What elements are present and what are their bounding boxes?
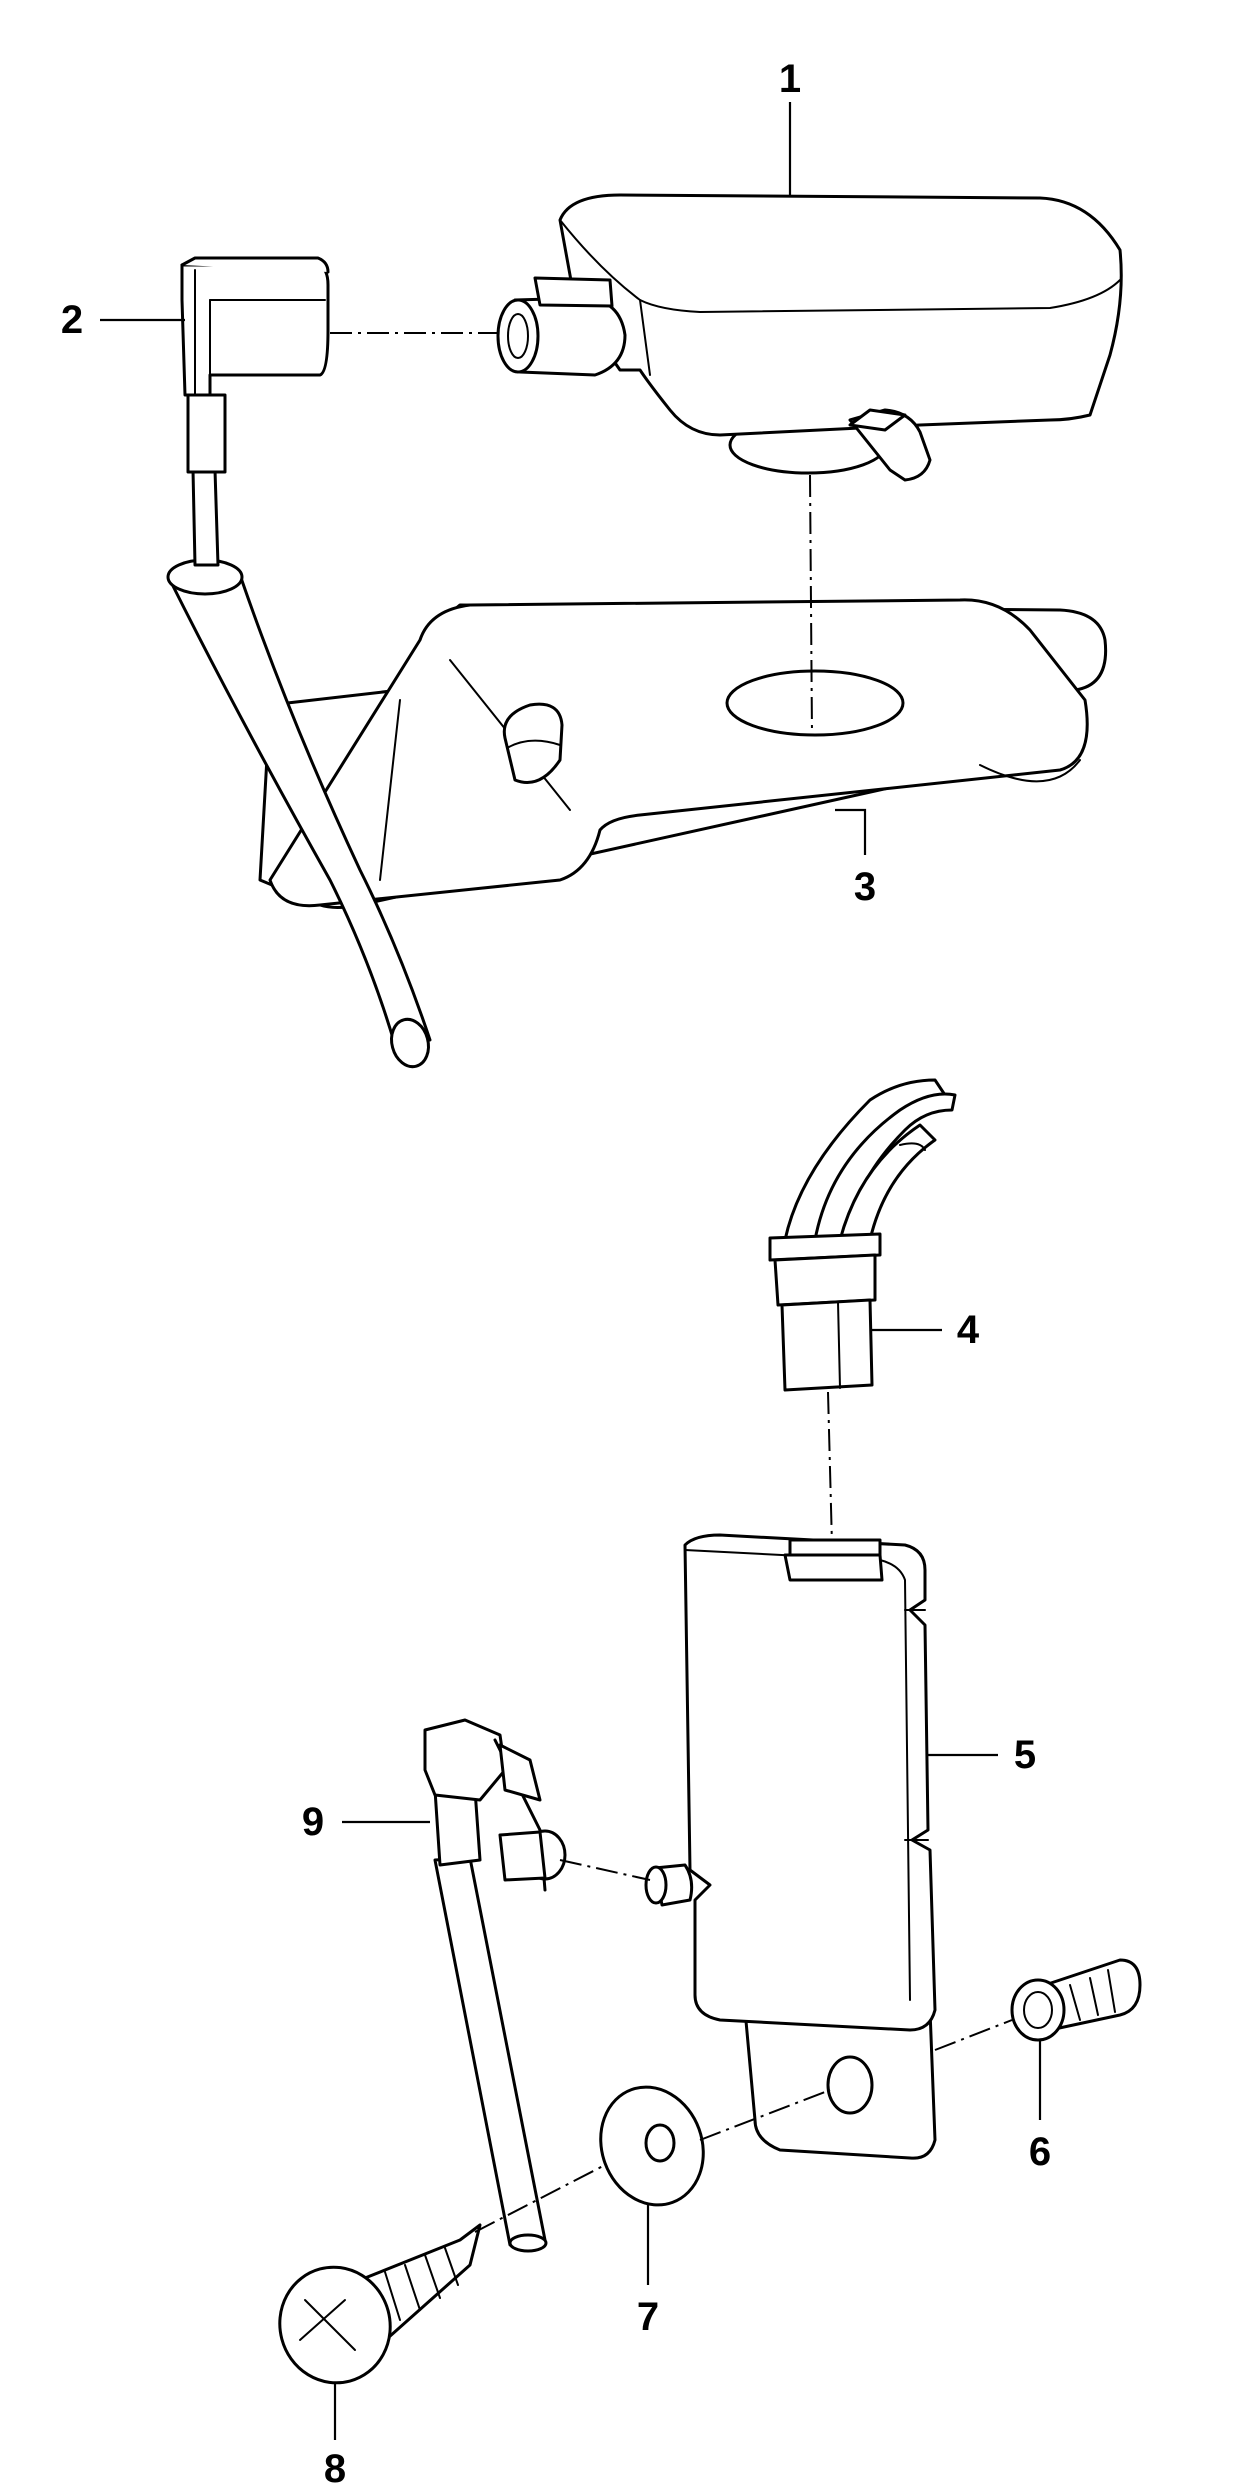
alignment-line-1-3: [809, 474, 813, 736]
alignment-line-4-5: [827, 1391, 833, 1546]
callout-7: 7: [637, 2295, 659, 2339]
callout-9: 9: [302, 1800, 324, 1844]
callout-leader-lines: [100, 102, 1042, 2440]
callout-3: 3: [854, 865, 876, 909]
callout-1: 1: [779, 57, 801, 101]
alignment-line-6-5: [934, 2019, 1013, 2051]
antenna-module: [496, 193, 1123, 482]
callout-6: 6: [1029, 2130, 1051, 2174]
leader-3: [835, 808, 867, 855]
control-unit: [683, 1533, 937, 2160]
antenna-cable-with-plug: [166, 256, 432, 1069]
callout-5: 5: [1014, 1733, 1036, 1777]
washer: [599, 2085, 705, 2207]
alignment-line-8-7: [474, 2164, 606, 2233]
callout-4: 4: [957, 1308, 980, 1352]
screw: [278, 2223, 482, 2385]
wiring-harness-connector: [768, 1078, 957, 1392]
callout-labels: 1 2 3 4 5 6 7 8 9: [61, 57, 1051, 2489]
callout-2: 2: [61, 298, 83, 342]
alignment-line-9-5: [559, 1859, 651, 1881]
callout-8: 8: [324, 2447, 346, 2489]
alignment-line-7-5: [699, 2089, 831, 2141]
angled-cable-plug: [423, 1718, 694, 2253]
mounting-bracket: [258, 598, 1108, 909]
grommet: [1010, 1958, 1142, 2042]
